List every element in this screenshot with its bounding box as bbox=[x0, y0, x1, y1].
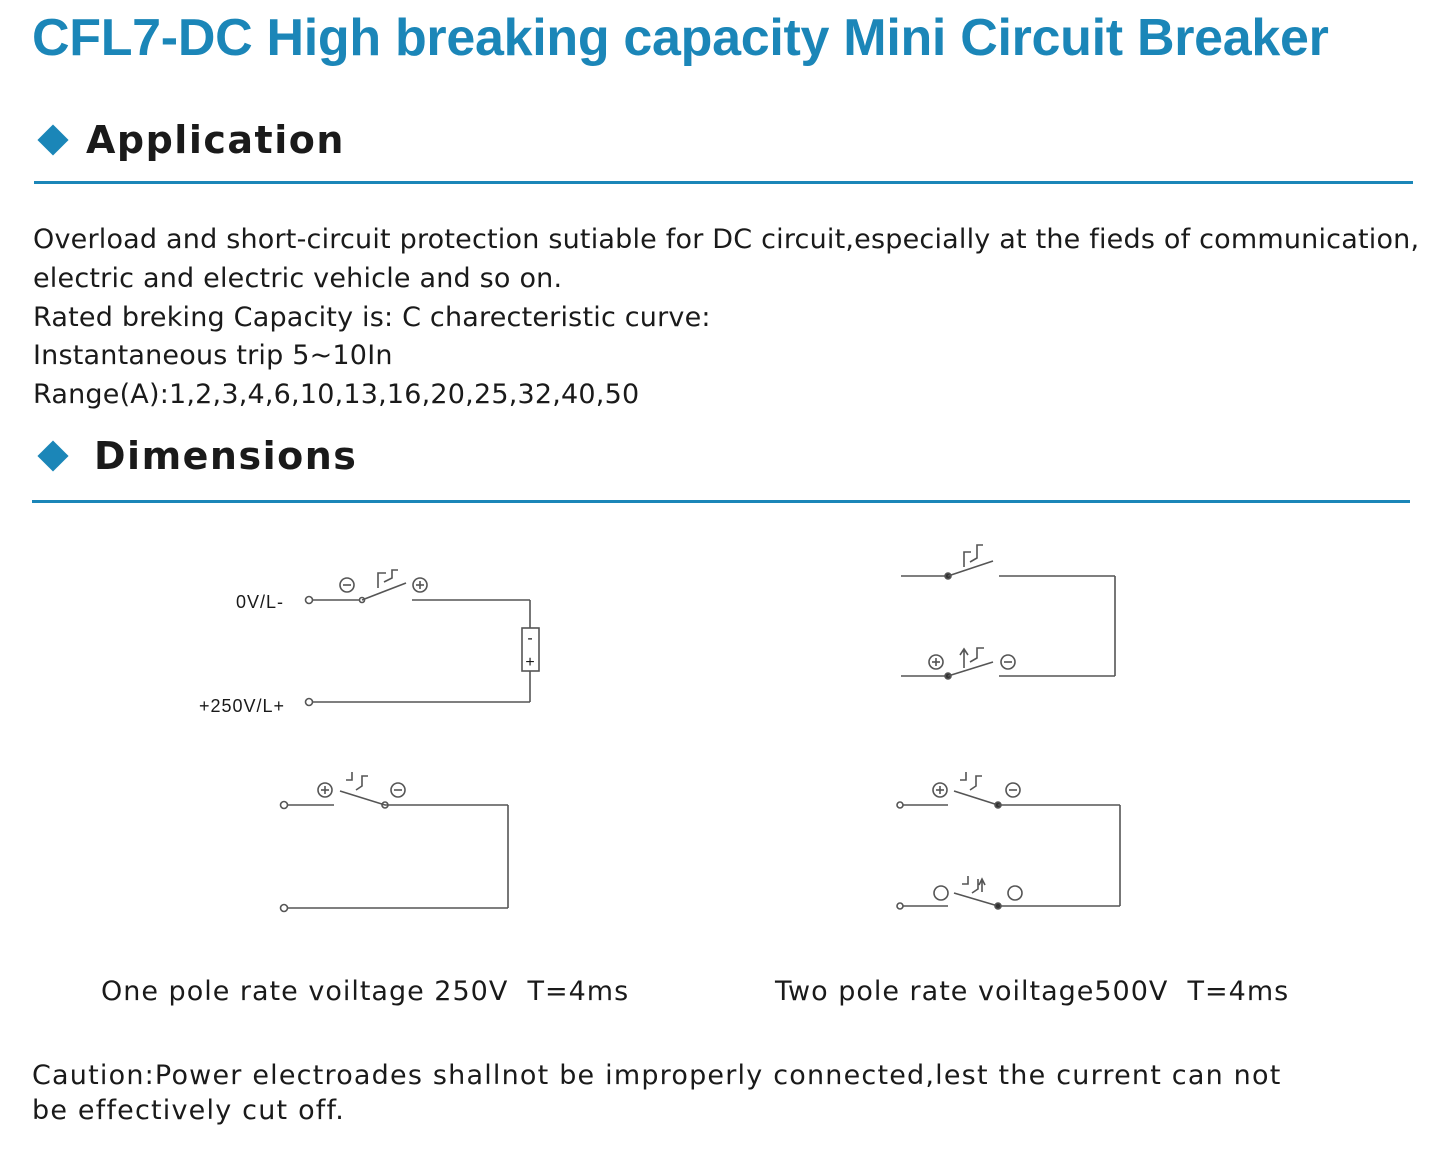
two-pole-diagram-top bbox=[901, 544, 1116, 680]
plus-sign-icon bbox=[412, 577, 428, 593]
minus-sign-icon bbox=[339, 577, 355, 593]
switch-contact-icon bbox=[947, 560, 994, 577]
dimensions-heading: Dimensions bbox=[36, 434, 357, 478]
terminal-icon bbox=[896, 801, 904, 809]
application-line: Rated breking Capacity is: C charecteris… bbox=[33, 301, 711, 333]
one-pole-caption: One pole rate voiltage 250V T=4ms bbox=[101, 976, 630, 1007]
source-plus: + bbox=[525, 654, 534, 671]
dimensions-divider bbox=[32, 500, 1410, 503]
caution-note: Caution:Power electroades shallnot be im… bbox=[32, 1058, 1282, 1128]
application-line: Overload and short-circuit protection su… bbox=[33, 224, 1420, 255]
application-line: Instantaneous trip 5~10In bbox=[33, 340, 393, 372]
minus-sign-icon bbox=[1005, 782, 1021, 798]
minus-sign-icon bbox=[390, 782, 406, 798]
switch-contact-icon bbox=[361, 582, 407, 601]
switch-contact-icon bbox=[953, 790, 999, 806]
caution-line: Caution:Power electroades shallnot be im… bbox=[32, 1060, 1282, 1091]
terminal-icon bbox=[896, 902, 904, 910]
terminal-label-0v: 0V/L- bbox=[236, 592, 284, 612]
pivot-icon bbox=[358, 596, 366, 604]
caution-line: be effectively cut off. bbox=[32, 1095, 346, 1126]
switch-contact-icon bbox=[953, 892, 999, 907]
terminal-icon bbox=[304, 595, 314, 605]
plus-sign-icon bbox=[932, 782, 948, 798]
pivot-icon bbox=[994, 902, 1002, 910]
thermal-trip-icon bbox=[346, 772, 368, 791]
application-divider bbox=[34, 181, 1413, 184]
trip-arrow-icon bbox=[962, 876, 986, 894]
terminal-icon bbox=[279, 800, 289, 810]
one-pole-diagram-with-source: 0V/L- +250V/L+ - + bbox=[199, 569, 540, 716]
application-heading: Application bbox=[36, 118, 345, 162]
page-title: CFL7-DC High breaking capacity Mini Circ… bbox=[32, 9, 1329, 67]
terminal-icon bbox=[304, 697, 314, 707]
trip-arrow-icon bbox=[959, 647, 984, 668]
thermal-trip-icon bbox=[377, 569, 398, 588]
minus-sign-icon bbox=[1000, 654, 1016, 670]
two-pole-caption: Two pole rate voiltage500V T=4ms bbox=[775, 976, 1290, 1007]
switch-contact-icon bbox=[339, 790, 386, 806]
dimensions-title: Dimensions bbox=[94, 434, 358, 478]
switch-contact-icon bbox=[947, 661, 994, 677]
source-minus: - bbox=[527, 630, 532, 647]
plus-sign-icon bbox=[317, 782, 333, 798]
terminal-ring-icon bbox=[1007, 885, 1023, 901]
plus-sign-icon bbox=[928, 654, 944, 670]
application-text: Overload and short-circuit protection su… bbox=[33, 221, 1419, 415]
one-pole-diagram bbox=[279, 772, 509, 913]
thermal-trip-icon bbox=[963, 544, 983, 567]
thermal-trip-icon bbox=[960, 772, 982, 791]
two-pole-diagram-bottom bbox=[896, 772, 1121, 910]
terminal-label-250v: +250V/L+ bbox=[199, 696, 285, 716]
application-title: Application bbox=[86, 118, 345, 162]
application-line: Range(A):1,2,3,4,6,10,13,16,20,25,32,40,… bbox=[33, 379, 640, 411]
terminal-icon bbox=[279, 903, 289, 913]
application-line: electric and electric vehicle and so on. bbox=[33, 262, 563, 294]
terminal-ring-icon bbox=[933, 885, 949, 901]
